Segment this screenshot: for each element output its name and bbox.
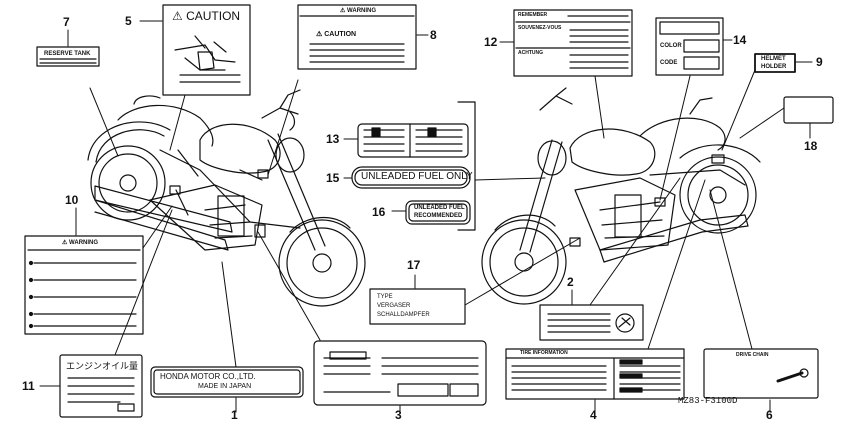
callout-14: 14	[733, 33, 747, 47]
callout-13: 13	[326, 132, 340, 146]
callout-6: 6	[766, 408, 773, 422]
tire-information-label: TIRE INFORMATION	[520, 350, 568, 356]
warning-small-label: ⚠ WARNING	[340, 8, 377, 14]
callout-7: 7	[63, 15, 70, 29]
callout-4: 4	[590, 408, 597, 422]
caution-small-label: ⚠ CAUTION	[316, 31, 357, 38]
unleaded-fuel-recommended-label-2: RECOMMENDED	[414, 213, 463, 219]
callout-2: 2	[567, 275, 574, 289]
diagram-id: MZ83-F3100D	[678, 396, 738, 406]
callout-8: 8	[430, 28, 437, 42]
vergaser-label: VERGASER	[377, 303, 411, 309]
leader-lines	[39, 20, 813, 413]
callout-9: 9	[816, 55, 823, 69]
code-label: CODE	[660, 60, 678, 66]
left-motorcycle-illustration	[87, 89, 366, 307]
callout-18: 18	[804, 139, 818, 153]
color-label: COLOR	[660, 43, 682, 49]
callout-15: 15	[326, 171, 340, 185]
type-label: TYPE	[377, 294, 393, 300]
schalldampfer-label: SCHALLDAMPFER	[377, 312, 430, 318]
unleaded-fuel-only-label: UNLEADED FUEL ONLY	[361, 171, 473, 182]
helmet-holder-label-1: HELMET	[761, 56, 786, 62]
callout-16: 16	[372, 205, 386, 219]
callout-5: 5	[125, 14, 132, 28]
souvenez-vous-label: SOUVENEZ-VOUS	[518, 25, 562, 31]
right-motorcycle-illustration	[481, 87, 761, 305]
unleaded-fuel-recommended-label-1: UNLEADED FUEL	[414, 205, 465, 211]
callout-10: 10	[65, 193, 79, 207]
honda-motor-label: HONDA MOTOR CO.,LTD.	[160, 372, 256, 381]
callout-17: 17	[407, 258, 421, 272]
reserve-tank-label: RESERVE TANK	[44, 51, 91, 57]
remember-label: REMEMBER	[518, 12, 548, 18]
caution-title-label: ⚠ CAUTION	[172, 9, 241, 23]
callout-11: 11	[22, 379, 35, 393]
helmet-holder-label-2: HOLDER	[761, 64, 787, 70]
warning-label: ⚠ WARNING	[62, 240, 99, 246]
drive-chain-label: DRIVE CHAIN	[736, 352, 769, 358]
callout-12: 12	[484, 35, 498, 49]
engine-oil-label: エンジンオイル量	[66, 361, 139, 371]
achtung-label: ACHTUNG	[518, 50, 543, 56]
made-in-japan-label: MADE IN JAPAN	[198, 383, 252, 390]
callout-3: 3	[395, 408, 402, 422]
callout-1: 1	[231, 408, 238, 422]
